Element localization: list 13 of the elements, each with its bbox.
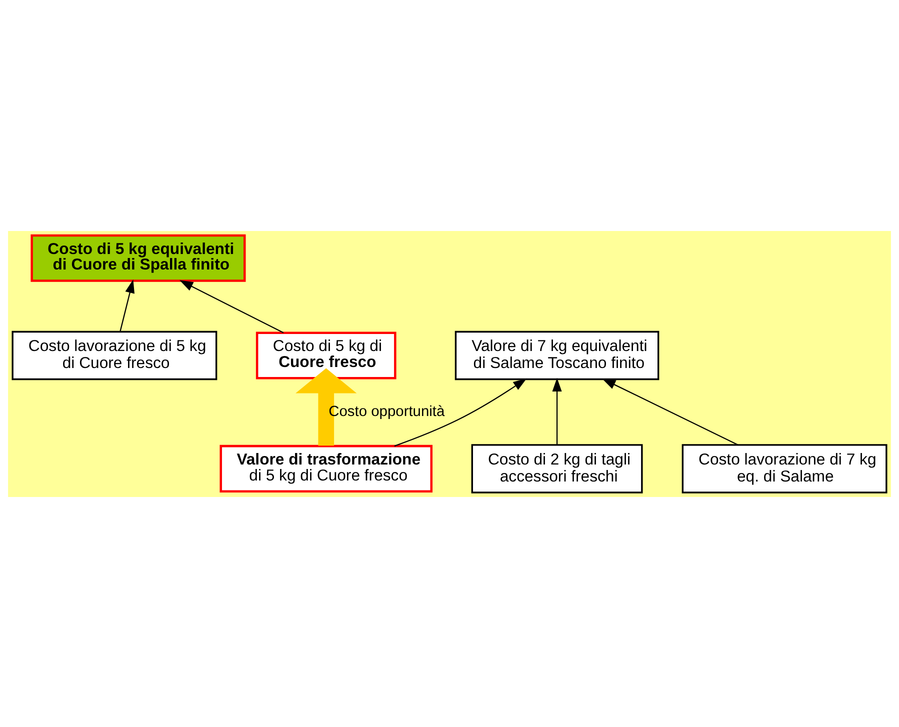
node-box: Costo di 5 kg di Cuore fresco [256, 331, 396, 379]
node-box: Costo di 2 kg di tagli accessori freschi [471, 444, 643, 493]
arrow [602, 378, 738, 445]
node-box: Valore di 7 kg equivalenti di Salame Toscano finito [454, 330, 660, 380]
arrow [120, 278, 134, 331]
arrow [394, 378, 527, 446]
arrow [552, 377, 562, 444]
node-box: Costo di 5 kg equivalenti di Cuore di Spalla finito [30, 234, 246, 282]
arrow [296, 368, 357, 446]
node-box: Valore di trasformazione di 5 kg di Cuore fresco [220, 444, 433, 492]
node-box: Costo lavorazione di 7 kg eq. di Salame [682, 444, 888, 493]
arrow [180, 280, 284, 333]
node-box: Costo lavorazione di 5 kg di Cuore fresco [12, 330, 218, 380]
